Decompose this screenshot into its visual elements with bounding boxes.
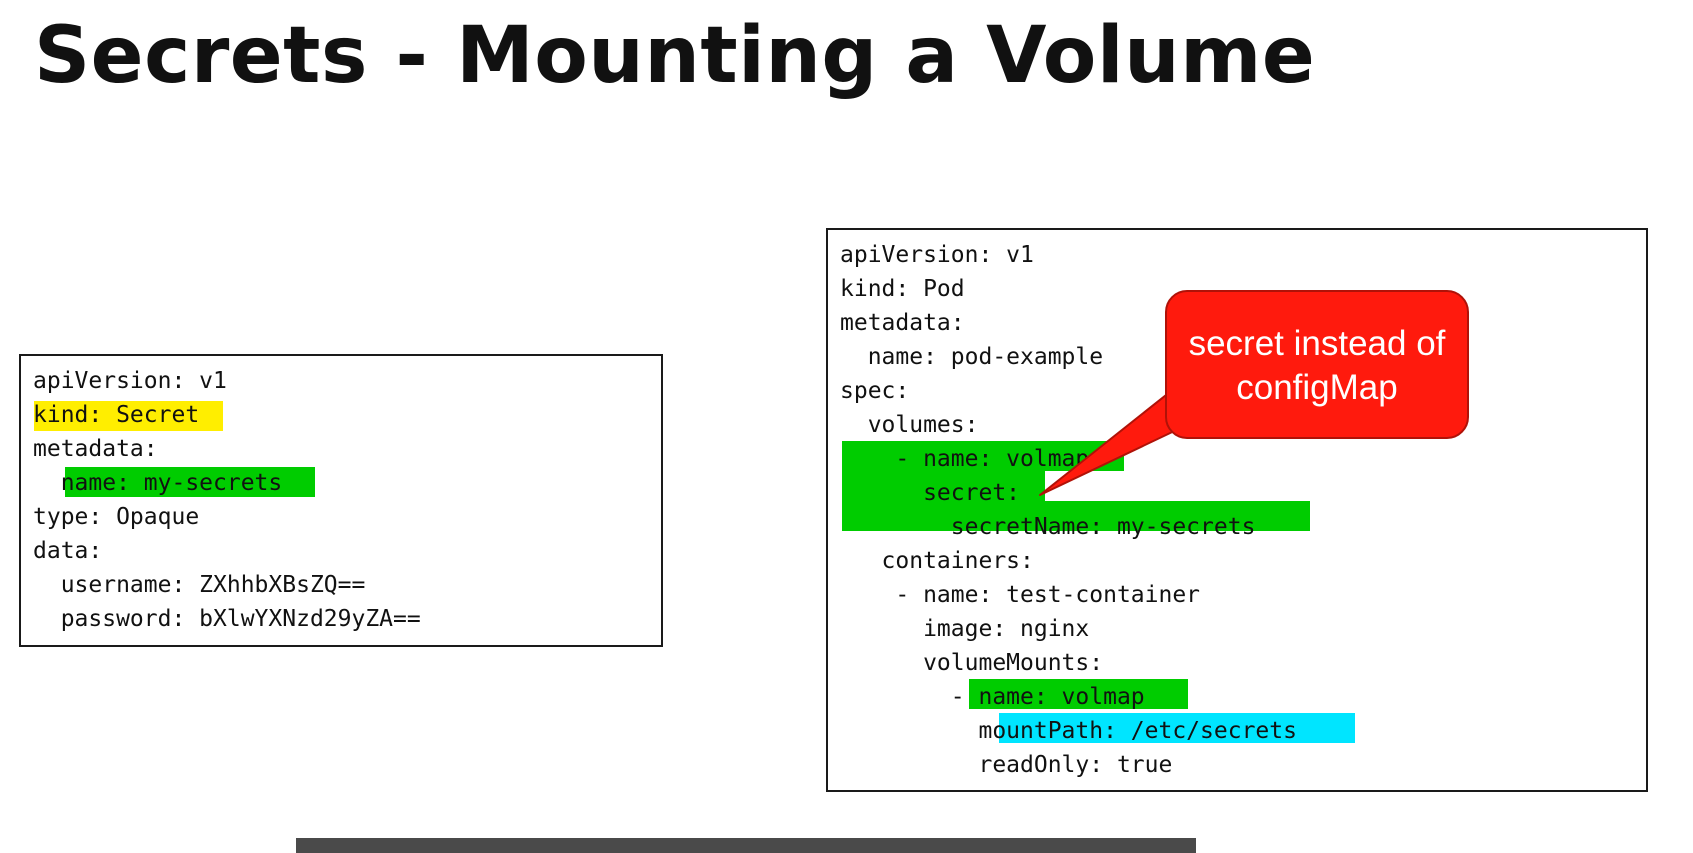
secret-yaml-box: apiVersion: v1 kind: Secret metadata: na… <box>19 354 663 647</box>
code-line: password: bXlwYXNzd29yZA== <box>33 606 421 632</box>
callout-text-line1: secret instead of <box>1188 324 1446 363</box>
code-line: name: my-secrets <box>33 470 283 496</box>
code-line: - name: volmap <box>840 684 1145 710</box>
code-line: containers: <box>840 548 1034 574</box>
highlight-volume-mount-name <box>969 679 1188 709</box>
code-line: spec: <box>840 378 910 404</box>
code-line: kind: Secret <box>33 402 200 428</box>
highlight-mount-path <box>999 713 1355 743</box>
code-line: apiVersion: v1 <box>840 242 1034 268</box>
code-line: mountPath: /etc/secrets <box>840 718 1297 744</box>
caption-bar <box>296 838 1196 853</box>
code-line: secret: <box>840 480 1021 506</box>
code-line: readOnly: true <box>840 752 1173 778</box>
code-line: apiVersion: v1 <box>33 368 227 394</box>
code-line: image: nginx <box>840 616 1090 642</box>
code-line: kind: Pod <box>840 276 965 302</box>
callout-text-line2: configMap <box>1236 368 1398 407</box>
callout-bubble: secret instead of configMap <box>1165 290 1469 439</box>
highlight-volume-secret <box>842 501 1310 531</box>
code-line: volumeMounts: <box>840 650 1104 676</box>
code-line: - name: test-container <box>840 582 1201 608</box>
highlight-kind-secret <box>34 401 223 431</box>
code-line: username: ZXhhbXBsZQ== <box>33 572 366 598</box>
code-line: data: <box>33 538 103 564</box>
code-line: volumes: <box>840 412 979 438</box>
code-line: - name: volmap <box>840 446 1090 472</box>
slide-title: Secrets - Mounting a Volume <box>34 11 1316 101</box>
code-line: metadata: <box>840 310 965 336</box>
highlight-volume-secret <box>842 471 1045 501</box>
highlight-secret-name <box>65 467 315 497</box>
code-line: secretName: my-secrets <box>840 514 1256 540</box>
code-line: metadata: <box>33 436 158 462</box>
code-line: name: pod-example <box>840 344 1104 370</box>
code-line: type: Opaque <box>33 504 200 530</box>
